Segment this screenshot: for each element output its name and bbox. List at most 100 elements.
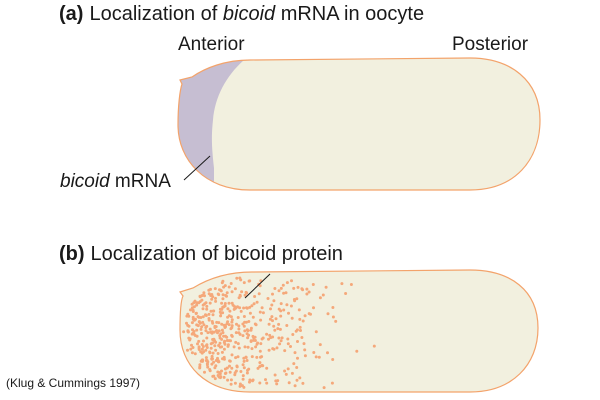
protein-dot — [243, 345, 247, 349]
protein-dot — [255, 342, 259, 346]
protein-dot — [197, 315, 201, 319]
protein-dot — [233, 287, 237, 291]
protein-dot — [221, 311, 225, 315]
protein-dot — [277, 307, 281, 311]
protein-dot — [214, 340, 218, 344]
protein-dot — [240, 290, 244, 294]
protein-dot — [198, 363, 202, 367]
protein-dot — [222, 285, 226, 289]
protein-dot — [248, 305, 252, 309]
protein-dot — [228, 309, 232, 313]
protein-dot — [241, 377, 245, 381]
protein-dot — [230, 301, 234, 305]
protein-dot — [207, 292, 211, 296]
protein-dot — [236, 342, 240, 346]
protein-dot — [226, 378, 230, 382]
protein-dot — [221, 357, 224, 361]
protein-dot — [208, 301, 212, 305]
protein-dot — [219, 375, 223, 379]
protein-dot — [197, 345, 201, 349]
protein-dot — [209, 342, 213, 346]
protein-dot — [279, 339, 283, 343]
protein-dot — [213, 366, 217, 370]
protein-dot — [292, 286, 296, 290]
protein-dot — [303, 348, 307, 352]
protein-dot — [186, 348, 189, 352]
protein-dot — [213, 326, 217, 329]
protein-dot — [238, 332, 242, 336]
protein-dot — [242, 306, 246, 310]
protein-dot — [265, 332, 269, 336]
protein-dot — [256, 366, 260, 370]
protein-dot — [268, 333, 272, 337]
protein-dot — [230, 334, 234, 338]
protein-dot — [279, 302, 283, 306]
protein-dot — [252, 302, 256, 306]
protein-dot — [301, 319, 305, 323]
protein-dot — [330, 381, 334, 385]
protein-dot — [234, 340, 238, 344]
protein-dot — [245, 306, 248, 310]
protein-dot — [228, 359, 232, 363]
protein-dot — [247, 320, 251, 323]
protein-dot — [246, 368, 249, 372]
protein-dot — [214, 299, 218, 303]
protein-dot — [273, 287, 277, 290]
protein-dot — [192, 318, 196, 322]
embryo-outline-a — [177, 57, 541, 191]
protein-dot — [276, 327, 280, 331]
protein-dot — [284, 372, 288, 376]
protein-dot — [244, 356, 248, 359]
protein-dot — [197, 301, 201, 305]
protein-dot — [296, 356, 299, 360]
protein-dot — [299, 329, 302, 332]
protein-dot — [190, 343, 193, 347]
protein-dot — [240, 384, 244, 388]
protein-dot — [271, 335, 275, 339]
embryo-body-b — [179, 269, 539, 393]
protein-dot — [211, 313, 215, 317]
protein-dot — [258, 349, 262, 353]
protein-dot — [253, 295, 257, 298]
protein-dot — [221, 293, 225, 297]
protein-dot — [235, 276, 239, 280]
protein-dot — [278, 342, 282, 346]
protein-dot — [273, 328, 277, 332]
protein-dot — [282, 308, 286, 312]
protein-dot — [222, 375, 226, 379]
protein-dot — [269, 307, 272, 311]
protein-dot — [205, 307, 209, 311]
protein-dot — [224, 334, 227, 338]
protein-dot — [245, 332, 249, 336]
protein-dot — [193, 352, 197, 356]
protein-dot — [283, 349, 287, 353]
protein-dot — [202, 291, 206, 295]
protein-dot — [267, 337, 270, 341]
protein-dot — [210, 297, 214, 301]
protein-dot — [232, 307, 236, 311]
protein-dot — [201, 293, 205, 297]
panel-b-title-text: Localization of bicoid protein — [90, 243, 343, 265]
protein-dot — [326, 351, 329, 355]
protein-dot — [293, 384, 297, 388]
protein-dot — [200, 298, 204, 302]
protein-dot — [287, 381, 291, 385]
protein-dot — [209, 309, 213, 313]
protein-dot — [298, 376, 302, 380]
protein-dot — [318, 296, 322, 300]
protein-dot — [185, 321, 188, 325]
protein-dot — [331, 315, 335, 319]
protein-dot — [253, 339, 257, 342]
protein-dot — [289, 304, 293, 308]
protein-dot — [322, 386, 326, 390]
protein-dot — [207, 312, 211, 316]
protein-dot — [293, 299, 297, 303]
mrna-leader-line — [183, 155, 211, 181]
protein-dot — [200, 331, 203, 335]
protein-dot — [272, 347, 276, 351]
protein-dot — [242, 315, 246, 318]
protein-dot — [221, 279, 225, 283]
protein-dot — [202, 339, 205, 343]
protein-dot — [230, 318, 234, 322]
protein-dot — [318, 343, 322, 347]
